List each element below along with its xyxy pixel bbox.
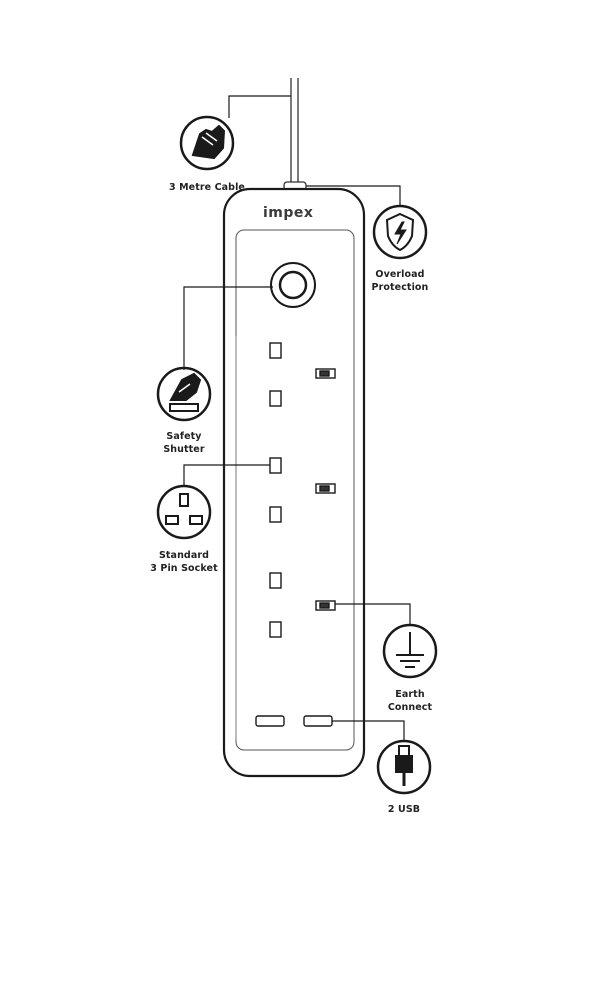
earth-ground-icon: [382, 623, 438, 679]
label-usb-line1: 2 USB: [387, 804, 421, 815]
label-earth: Earth Connect: [360, 688, 460, 714]
label-socket-line1: Standard: [158, 550, 210, 561]
power-strip-body: [222, 187, 366, 778]
label-shutter: Safety Shutter: [134, 430, 234, 456]
three-pin-socket-icon: [156, 484, 212, 540]
label-cable: 3 Metre Cable: [157, 181, 257, 194]
label-shutter-line2: Shutter: [163, 444, 205, 455]
usb-plug-icon: [376, 739, 432, 795]
leader-lines: [183, 95, 411, 740]
usb-port-1: [255, 715, 285, 727]
label-socket: Standard 3 Pin Socket: [130, 549, 238, 575]
label-overload-line2: Protection: [371, 282, 429, 293]
label-usb: 2 USB: [354, 803, 454, 816]
label-cable-line1: 3 Metre Cable: [169, 182, 245, 193]
label-earth-line2: Connect: [387, 702, 433, 713]
hand-shutter-icon: [156, 366, 212, 422]
label-overload: Overload Protection: [350, 268, 450, 294]
label-overload-line1: Overload: [375, 269, 425, 280]
socket-1: [269, 342, 336, 407]
label-shutter-line1: Safety: [166, 431, 202, 442]
hand-cable-icon: [179, 115, 235, 171]
power-switch: [270, 262, 316, 308]
socket-3: [269, 572, 336, 638]
brand-logo: impex: [263, 205, 314, 221]
label-earth-line1: Earth: [395, 689, 425, 700]
socket-2: [269, 457, 336, 523]
lightning-shield-icon: [372, 204, 428, 260]
usb-port-2: [303, 715, 333, 727]
usb-ports: [255, 715, 333, 727]
power-cable: [283, 78, 307, 191]
label-socket-line2: 3 Pin Socket: [150, 563, 218, 574]
